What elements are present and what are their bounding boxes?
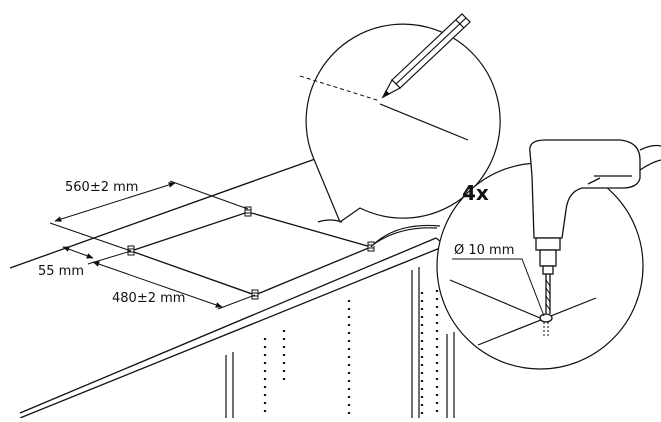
- width-dimension-line: [54, 182, 176, 222]
- cutout-outline: [129, 211, 373, 296]
- dimension-labels: 560±2 mm 55 mm 480±2 mm: [38, 180, 185, 306]
- cabinet-sides: [225, 267, 455, 418]
- quantity-label: 4x: [462, 181, 489, 205]
- corner-marker-back: [244, 206, 252, 217]
- worktop-back-edge: [9, 157, 319, 269]
- detail-drilling: Ø 10 mm: [370, 139, 661, 370]
- width-dimension-label: 560±2 mm: [65, 180, 138, 195]
- depth-dimension-label: 480±2 mm: [112, 291, 185, 306]
- dimension-lines: [49, 180, 256, 310]
- drill-diameter-label: Ø 10 mm: [454, 243, 514, 258]
- corner-marker-front: [251, 289, 259, 300]
- worktop-front-face: [19, 247, 441, 419]
- pencil-icon: [381, 13, 471, 99]
- diameter-leader: [452, 258, 545, 317]
- offset-dimension-line: [62, 246, 94, 259]
- worktop-front-edge: [19, 237, 437, 414]
- shelf-holes: [263, 290, 439, 418]
- drill-icon: [529, 139, 661, 336]
- offset-dimension-label: 55 mm: [38, 264, 84, 279]
- detail-pencil-marking: [299, 13, 501, 223]
- depth-dimension-line: [92, 261, 223, 308]
